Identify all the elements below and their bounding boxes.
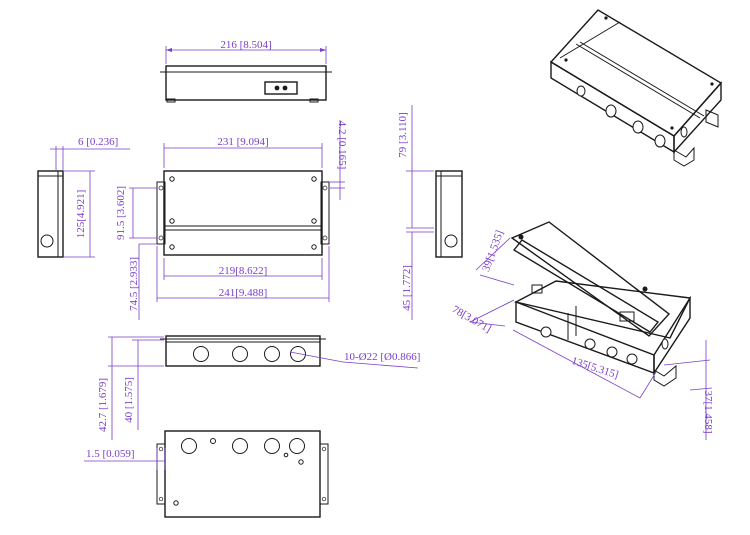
bottom-flange-label: 1.5 [0.059] [86, 448, 135, 460]
right-height-label: 79 [3.110] [397, 112, 409, 157]
front-tab-label: 4.2 [0.165] [336, 121, 348, 170]
iso-height-label: 37[1.458] [702, 390, 714, 433]
iso-lid-label: 39[1.535] [480, 229, 506, 274]
iso-closed-view [549, 9, 723, 167]
front-outer-width-label: 241[9.488] [219, 287, 268, 299]
left-wall-label: 6 [0.236] [78, 136, 118, 148]
iso-depth-label: 78[3.071] [450, 303, 493, 335]
right-lower-label: 45 [1.772] [401, 265, 413, 311]
terminal-block [264, 81, 298, 95]
front-view: 231 [9.094] 4.2 [0.165] 91.5 [3.602] 74.… [115, 120, 348, 320]
right-view: 79 [3.110] 45 [1.772] [397, 105, 463, 320]
bottom-view: 1.5 [0.059] [84, 430, 329, 518]
front-mount-height-label: 91.5 [3.602] [115, 186, 127, 240]
top-view: 216 [8.504] [160, 39, 332, 103]
front-mount-offset-label: 74.5 [2.933] [128, 257, 140, 311]
iso-length-label: 135[5.315] [570, 355, 620, 381]
side-holes-label: 10-Ø22 [Ø0.866] [344, 351, 420, 363]
left-height-label: 125[4.921] [75, 190, 87, 239]
side-view: 42.7 [1.679] 40 [1.575] 10-Ø22 [Ø0.866] [97, 335, 420, 440]
front-inner-width-label: 219[8.622] [219, 265, 268, 277]
front-overall-width-label: 231 [9.094] [217, 136, 268, 148]
side-height1-label: 42.7 [1.679] [97, 378, 109, 432]
left-view: 6 [0.236] 125[4.921] [37, 136, 130, 258]
top-width-label: 216 [8.504] [220, 39, 271, 51]
iso-open-view: 39[1.535] 78[3.071] 135[5.315] 37[1.458] [450, 221, 714, 440]
side-height2-label: 40 [1.575] [123, 377, 135, 423]
